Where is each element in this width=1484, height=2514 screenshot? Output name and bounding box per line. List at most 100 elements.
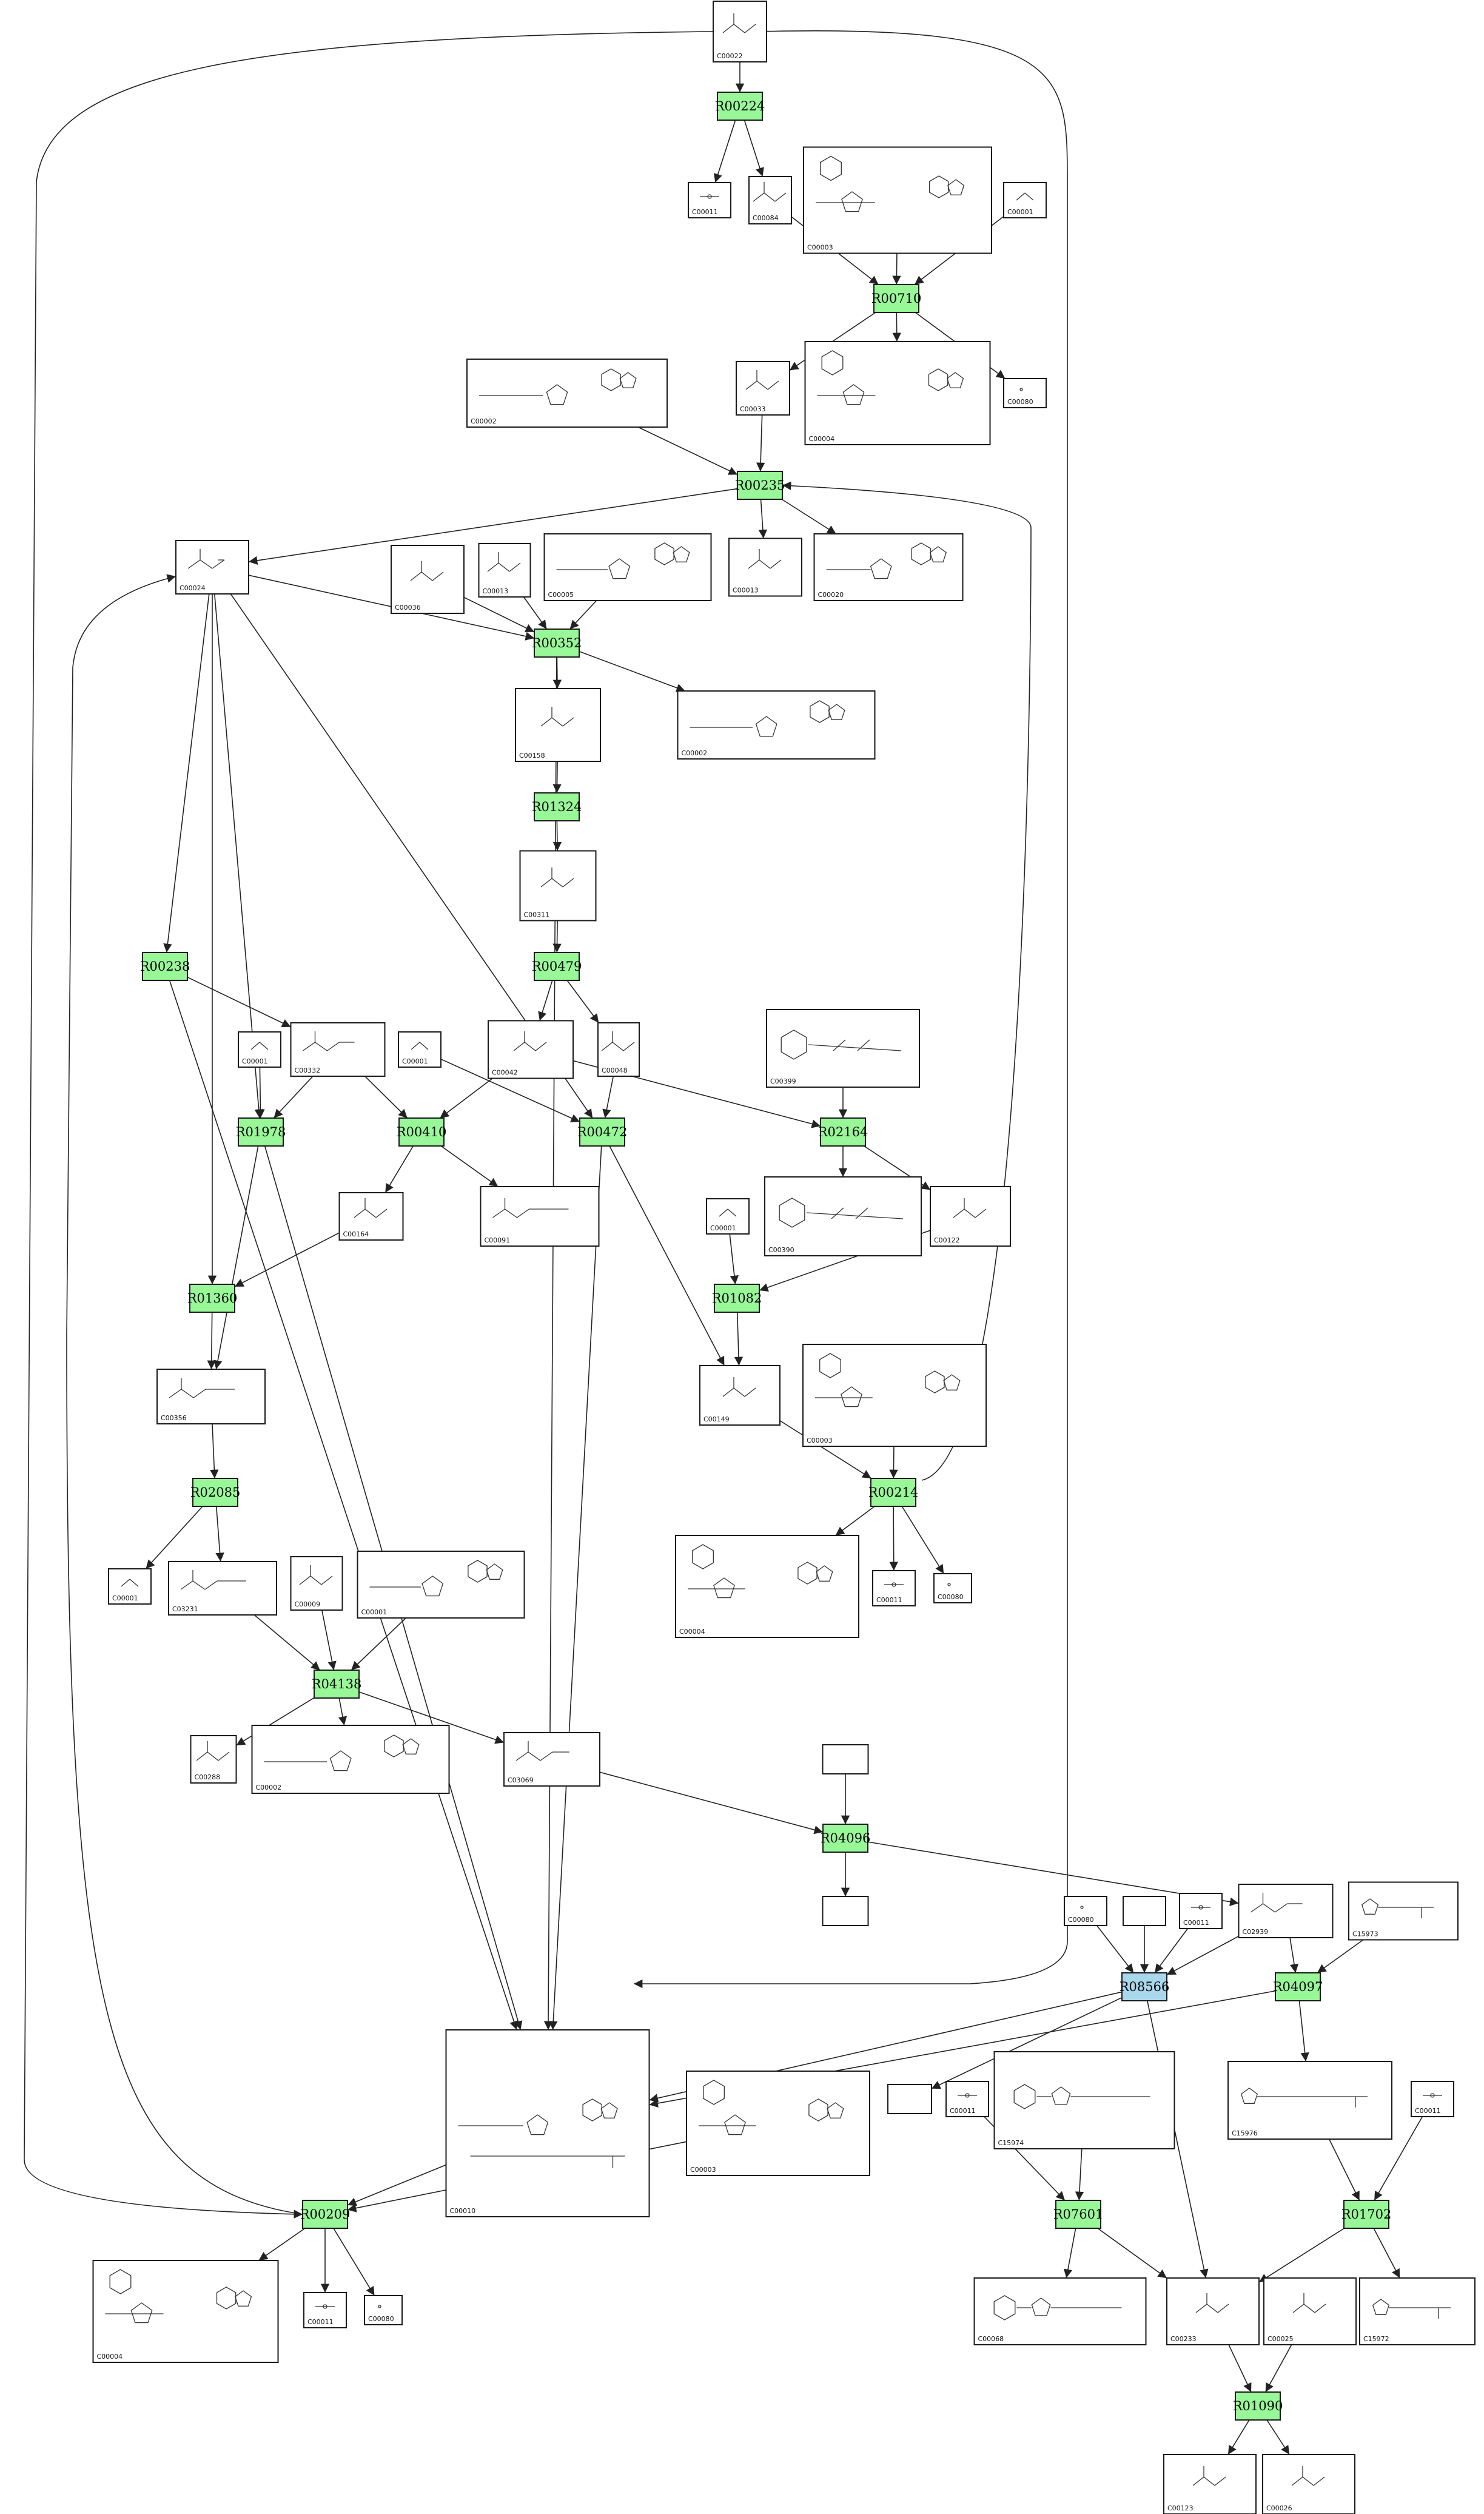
- reaction-node-r00352[interactable]: R00352: [532, 628, 582, 658]
- reaction-node-r00209[interactable]: R00209: [300, 2200, 351, 2229]
- compound-node[interactable]: C00068: [973, 2277, 1147, 2345]
- compound-node[interactable]: C00091: [480, 1186, 600, 1247]
- reaction-node-r08566[interactable]: R08566: [1120, 1972, 1170, 2001]
- reaction-node-r02164[interactable]: R02164: [818, 1117, 868, 1147]
- compound-node[interactable]: C00001: [108, 1568, 152, 1605]
- reaction-node-r00214[interactable]: R00214: [868, 1478, 919, 1507]
- compound-node[interactable]: C00003: [803, 146, 992, 254]
- reaction-node-r07601[interactable]: R07601: [1053, 2200, 1104, 2229]
- compound-node[interactable]: C00001: [238, 1031, 281, 1068]
- compound-node[interactable]: C00004: [675, 1535, 859, 1638]
- reaction-node-r01082[interactable]: R01082: [712, 1284, 762, 1313]
- compound-node[interactable]: C00002: [466, 359, 668, 428]
- compound-node[interactable]: C00009: [290, 1556, 343, 1611]
- compound-node[interactable]: C00011: [872, 1570, 916, 1606]
- compound-node[interactable]: C00311: [519, 850, 597, 922]
- compound-node[interactable]: C00080: [933, 1573, 972, 1603]
- compound-node[interactable]: C00122: [930, 1186, 1011, 1247]
- compound-node[interactable]: C00004: [92, 2260, 279, 2363]
- compound-node[interactable]: C00158: [515, 688, 601, 762]
- reaction-node-r01090[interactable]: R01090: [1233, 2391, 1283, 2421]
- compound-label: C00001: [242, 1057, 268, 1065]
- compound-node[interactable]: C00024: [175, 540, 249, 595]
- compound-node[interactable]: C00084: [748, 176, 792, 224]
- compound-node[interactable]: C00001: [706, 1198, 750, 1235]
- compound-node[interactable]: C00004: [804, 341, 991, 445]
- ring: [797, 1562, 818, 1585]
- edge-R00224-C00011_a: [713, 120, 736, 183]
- reaction-node-r02085[interactable]: R02085: [190, 1478, 241, 1507]
- compound-node[interactable]: C00025: [1263, 2277, 1357, 2345]
- reaction-box: [579, 1117, 625, 1147]
- compound-node[interactable]: C00332: [290, 1022, 386, 1077]
- compound-node[interactable]: C15972: [1359, 2277, 1476, 2345]
- compound-node[interactable]: C00003: [686, 2071, 870, 2176]
- compound-node[interactable]: C00026: [1262, 2454, 1355, 2514]
- edge-C00001_f-R04138: [351, 1617, 406, 1671]
- compound-node[interactable]: C00001: [1003, 182, 1047, 218]
- compound-node[interactable]: C00033: [736, 361, 790, 416]
- compound-node[interactable]: C00288: [190, 1735, 237, 1784]
- compound-node[interactable]: C00002: [251, 1725, 450, 1794]
- compound-node[interactable]: C00011: [303, 2292, 347, 2328]
- reaction-node-r01978[interactable]: R01978: [236, 1117, 286, 1147]
- reaction-node-r01702[interactable]: R01702: [1341, 2200, 1392, 2229]
- compound-node[interactable]: C00390: [764, 1176, 922, 1256]
- reaction-node-r00479[interactable]: R00479: [532, 952, 582, 981]
- edge-C00001_c-R00472: [440, 1059, 580, 1123]
- compound-node[interactable]: C15976: [1227, 2061, 1392, 2140]
- compound-node[interactable]: C00042: [488, 1020, 574, 1079]
- reaction-node-r00238[interactable]: R00238: [140, 952, 190, 981]
- compound-node[interactable]: [822, 1744, 869, 1774]
- compound-label: C00158: [519, 752, 545, 760]
- compound-node[interactable]: C00003: [802, 1344, 987, 1447]
- compound-node[interactable]: C00356: [156, 1369, 266, 1424]
- ring: [828, 704, 845, 720]
- compound-node[interactable]: C00011: [1179, 1893, 1223, 1929]
- reaction-node-r04138[interactable]: R04138: [312, 1670, 362, 1699]
- compound-node[interactable]: C00164: [338, 1192, 404, 1241]
- compound-node[interactable]: C00013: [478, 543, 531, 598]
- reaction-node-r04096[interactable]: R04096: [821, 1824, 871, 1853]
- compound-node[interactable]: C00005: [543, 533, 712, 601]
- compound-node[interactable]: C00123: [1163, 2454, 1257, 2514]
- compound-node[interactable]: C00080: [1064, 1896, 1107, 1926]
- compound-node[interactable]: C00010: [445, 2029, 650, 2217]
- bond: [1024, 192, 1034, 201]
- compound-label: C00011: [307, 2318, 334, 2326]
- compound-node[interactable]: C00149: [699, 1365, 781, 1426]
- compound-node[interactable]: [1123, 1896, 1166, 1926]
- reaction-node-r00710[interactable]: R00710: [871, 284, 922, 313]
- compound-box: [675, 1535, 859, 1638]
- compound-node[interactable]: C00233: [1166, 2277, 1260, 2345]
- compound-node[interactable]: [887, 2084, 932, 2114]
- compound-node[interactable]: C00013: [728, 538, 802, 597]
- compound-node[interactable]: C00048: [597, 1022, 640, 1077]
- compound-node[interactable]: C00036: [391, 545, 465, 614]
- reaction-node-r00235[interactable]: R00235: [735, 471, 785, 500]
- compound-node[interactable]: C00001: [398, 1031, 442, 1068]
- compound-node[interactable]: C00011: [688, 182, 731, 218]
- compound-node[interactable]: C03231: [168, 1561, 277, 1616]
- reaction-node-r04097[interactable]: R04097: [1273, 1972, 1323, 2001]
- compound-node[interactable]: C15974: [993, 2051, 1175, 2149]
- compound-node[interactable]: C00022: [713, 1, 767, 62]
- compound-node[interactable]: C15973: [1348, 1881, 1459, 1941]
- compound-node[interactable]: C00011: [1411, 2081, 1454, 2117]
- compound-node[interactable]: C00002: [677, 690, 876, 760]
- compound-node[interactable]: C02939: [1238, 1884, 1334, 1938]
- compound-node[interactable]: [822, 1896, 869, 1926]
- compound-node[interactable]: C00399: [766, 1009, 920, 1088]
- reaction-node-r00472[interactable]: R00472: [577, 1117, 628, 1147]
- reaction-node-r00224[interactable]: R00224: [715, 92, 765, 121]
- ring: [928, 368, 948, 391]
- reaction-node-r00410[interactable]: R00410: [397, 1117, 447, 1147]
- compound-node[interactable]: C00020: [813, 533, 964, 601]
- compound-node[interactable]: C00080: [364, 2295, 403, 2325]
- compound-node[interactable]: C00080: [1003, 378, 1047, 408]
- compound-node[interactable]: C03069: [503, 1732, 600, 1787]
- compound-node[interactable]: C00011: [945, 2081, 989, 2117]
- reaction-node-r01360[interactable]: R01360: [187, 1284, 238, 1313]
- reaction-node-r01324[interactable]: R01324: [532, 792, 582, 821]
- compound-node[interactable]: C00001: [357, 1551, 525, 1619]
